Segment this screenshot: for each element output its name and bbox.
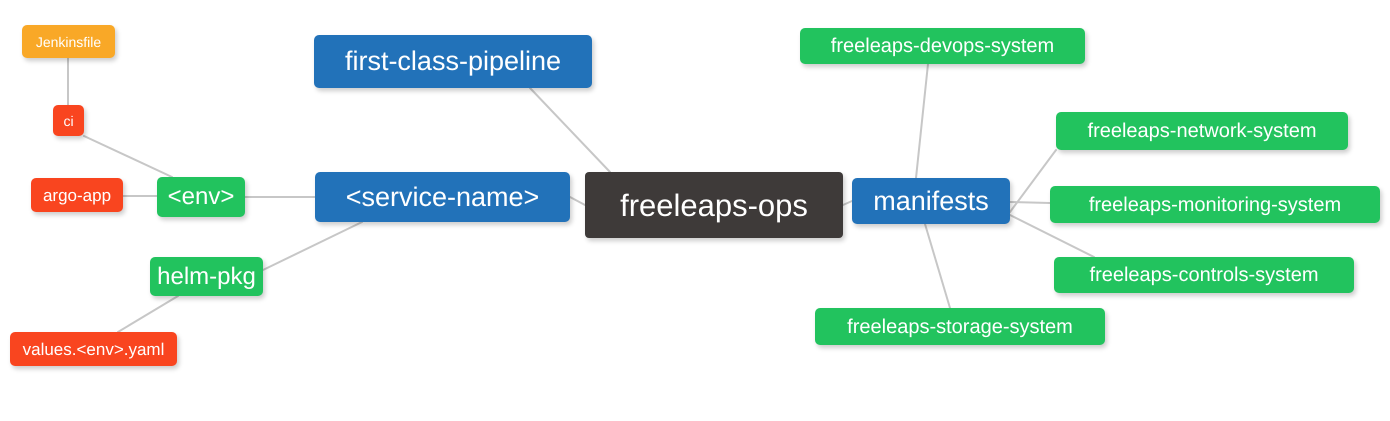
mindmap-node-ci[interactable]: ci bbox=[53, 105, 84, 136]
mindmap-node-manifests[interactable]: manifests bbox=[852, 178, 1010, 224]
edge-manifests-to-freeleaps-monitoring-system bbox=[1009, 201, 1051, 204]
mindmap-node-freeleaps-monitoring-system[interactable]: freeleaps-monitoring-system bbox=[1050, 186, 1380, 223]
edge-service-name-to-helm-pkg bbox=[262, 221, 363, 271]
edge-helm-pkg-to-values-env-yaml bbox=[117, 295, 179, 333]
mindmap-node-freeleaps-network-system[interactable]: freeleaps-network-system bbox=[1056, 112, 1348, 150]
mindmap-node-helm-pkg[interactable]: helm-pkg bbox=[150, 257, 263, 296]
mindmap-node-first-class-pipeline[interactable]: first-class-pipeline bbox=[314, 35, 592, 88]
mindmap-node-argo-app[interactable]: argo-app bbox=[31, 178, 123, 212]
edge-manifests-to-freeleaps-storage-system bbox=[924, 223, 951, 309]
mindmap-node-jenkinsfile[interactable]: Jenkinsfile bbox=[22, 25, 115, 58]
mindmap-node-freeleaps-ops[interactable]: freeleaps-ops bbox=[585, 172, 843, 238]
mindmap-node-service-name[interactable]: <service-name> bbox=[315, 172, 570, 222]
edge-freeleaps-ops-to-service-name bbox=[569, 196, 586, 206]
edge-freeleaps-ops-to-first-class-pipeline bbox=[529, 87, 611, 173]
mindmap-node-freeleaps-controls-system[interactable]: freeleaps-controls-system bbox=[1054, 257, 1354, 293]
mindmap-node-freeleaps-storage-system[interactable]: freeleaps-storage-system bbox=[815, 308, 1105, 345]
mindmap-node-freeleaps-devops-system[interactable]: freeleaps-devops-system bbox=[800, 28, 1085, 64]
edge-freeleaps-ops-to-manifests bbox=[842, 200, 853, 206]
edge-manifests-to-freeleaps-devops-system bbox=[915, 63, 929, 179]
mindmap-node-values-env-yaml[interactable]: values.<env>.yaml bbox=[10, 332, 177, 366]
edge-env-to-ci bbox=[83, 135, 173, 178]
mindmap-node-env[interactable]: <env> bbox=[157, 177, 245, 217]
